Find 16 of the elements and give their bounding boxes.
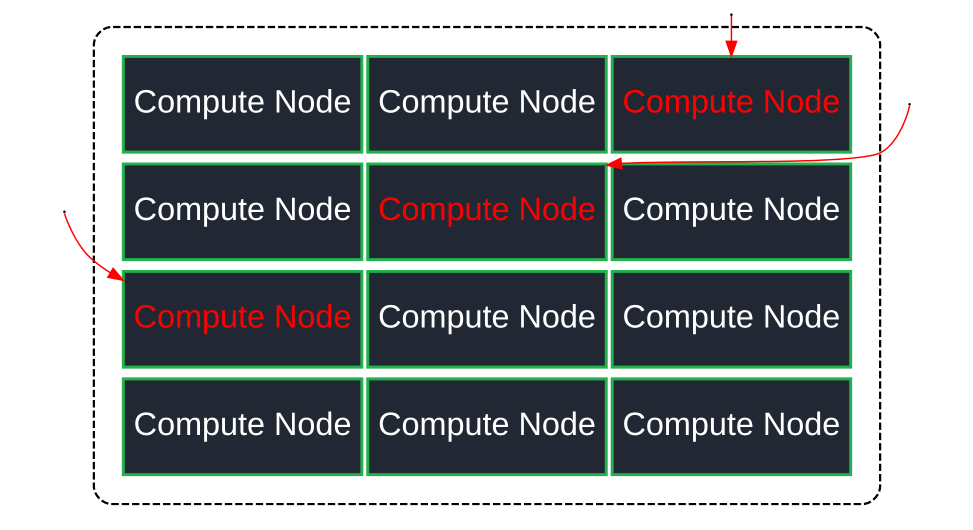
node-box: Compute Node — [121, 162, 363, 262]
arrow — [604, 106, 910, 170]
node-box: Compute Node — [366, 377, 608, 476]
node-box: Compute Node — [366, 54, 608, 154]
arrow — [724, 15, 738, 58]
node-box: Compute Node — [121, 54, 363, 154]
node-box: Compute Node — [121, 270, 363, 369]
node-box: Compute Node — [610, 270, 852, 369]
node-box: Compute Node — [610, 377, 852, 476]
node-box: Compute Node — [366, 162, 608, 262]
node-box: Compute Node — [610, 162, 852, 262]
node-box: Compute Node — [121, 377, 363, 476]
cluster — [92, 26, 881, 506]
arrow — [63, 213, 125, 282]
node-box: Compute Node — [366, 270, 608, 369]
node-box: Compute Node — [610, 54, 852, 154]
